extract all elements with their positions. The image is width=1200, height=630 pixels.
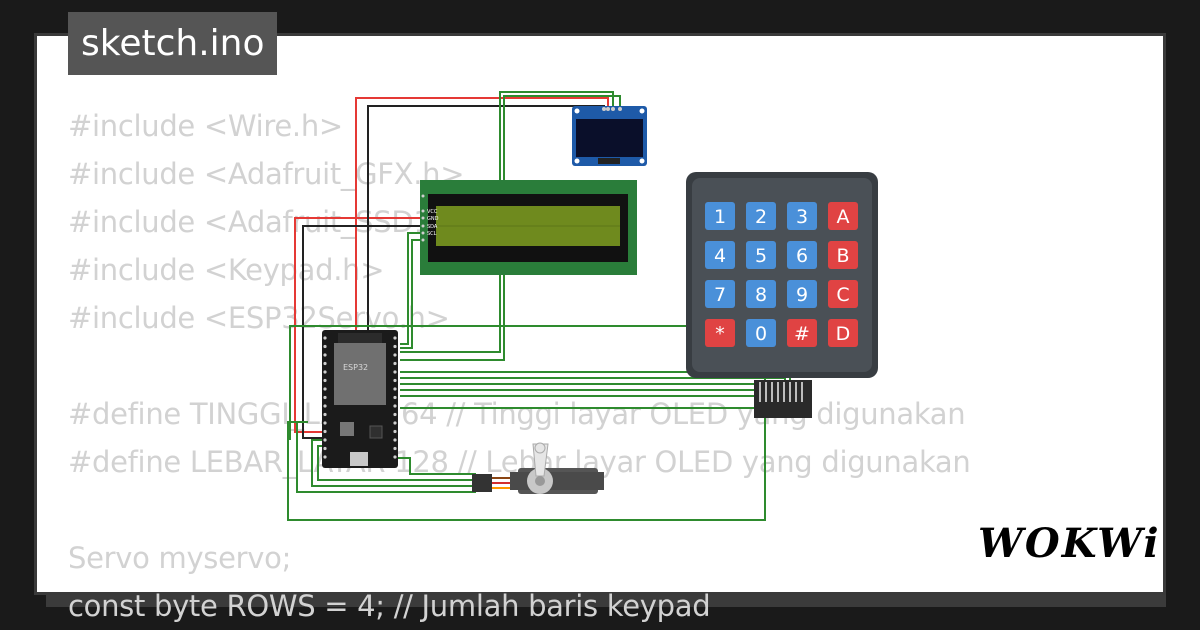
- svg-text:6: 6: [796, 245, 808, 267]
- svg-text:0: 0: [755, 323, 767, 345]
- svg-text:B: B: [836, 245, 849, 267]
- file-tab[interactable]: sketch.ino: [68, 12, 278, 75]
- code-line: const byte ROWS = 4; // Jumlah baris key…: [68, 589, 711, 623]
- esp32-board[interactable]: ESP32: [322, 330, 398, 468]
- svg-text:7: 7: [714, 284, 726, 306]
- svg-text:C: C: [836, 284, 849, 306]
- editor-panel: [34, 33, 1166, 595]
- keypad-keys[interactable]: 1 2 3 A 4 5 6 B 7 8 9 C * 0 # D: [705, 202, 858, 347]
- svg-text:8: 8: [755, 284, 767, 306]
- svg-text:9: 9: [796, 284, 808, 306]
- wire-keypad-3: [400, 383, 781, 400]
- keypad-key-B[interactable]: B: [828, 241, 858, 269]
- keypad-key-9[interactable]: 9: [787, 280, 817, 308]
- wire-green-oled-sda: [400, 95, 621, 361]
- frame-shadow: [46, 595, 1166, 607]
- wire-black-lcd-gnd: [302, 225, 423, 439]
- code-line: #include <Adafruit_GFX.h>: [68, 157, 465, 191]
- wokwi-logo: WOKWi: [978, 520, 1161, 567]
- svg-text:A: A: [837, 206, 850, 228]
- svg-text:5: 5: [755, 245, 767, 267]
- keypad-key-#[interactable]: #: [787, 319, 817, 347]
- keypad-key-C[interactable]: C: [828, 280, 858, 308]
- servo-motor[interactable]: [472, 442, 604, 494]
- code-line: #define LEBAR_LAYAR 128 // Lebar layar O…: [68, 445, 971, 479]
- keypad-key-7[interactable]: 7: [705, 280, 735, 308]
- esp32-label: ESP32: [343, 363, 368, 372]
- svg-text:3: 3: [796, 206, 808, 228]
- keypad-key-1[interactable]: 1: [705, 202, 735, 230]
- lcd-pin-gnd: GND: [427, 216, 439, 222]
- wire-keypad-5: [400, 395, 771, 400]
- wire-servo-signal: [311, 439, 476, 487]
- keypad[interactable]: 1 2 3 A 4 5 6 B 7 8 9 C * 0 # D: [686, 172, 878, 418]
- keypad-key-8[interactable]: 8: [746, 280, 776, 308]
- keypad-key-4[interactable]: 4: [705, 241, 735, 269]
- wire-keypad-8: [400, 404, 761, 409]
- oled-display[interactable]: [572, 106, 647, 166]
- lcd-pin-vcc: VCC: [427, 209, 438, 215]
- wire-keypad-7: [287, 404, 766, 521]
- wire-green-lcd-sda: [400, 232, 423, 345]
- wire-green-lcd-scl: [400, 239, 423, 349]
- lcd-display[interactable]: VCC GND SDA SCL: [420, 180, 637, 275]
- keypad-key-3[interactable]: 3: [787, 202, 817, 230]
- keypad-key-6[interactable]: 6: [787, 241, 817, 269]
- keypad-key-*[interactable]: *: [705, 319, 735, 347]
- keypad-key-A[interactable]: A: [828, 202, 858, 230]
- lcd-pin-labels: [421, 194, 425, 242]
- keypad-key-5[interactable]: 5: [746, 241, 776, 269]
- wire-servo-gnd: [398, 457, 476, 475]
- keypad-key-D[interactable]: D: [828, 319, 858, 347]
- keypad-key-0[interactable]: 0: [746, 319, 776, 347]
- lcd-pin-sda: SDA: [427, 224, 438, 230]
- svg-text:*: *: [715, 323, 725, 345]
- code-line: #include <Wire.h>: [68, 109, 343, 143]
- svg-text:#: #: [794, 323, 810, 345]
- code-editor: #include <Wire.h> #include <Adafruit_GFX.…: [68, 102, 971, 630]
- svg-text:D: D: [836, 323, 851, 345]
- svg-text:1: 1: [714, 206, 726, 228]
- keypad-key-2[interactable]: 2: [746, 202, 776, 230]
- code-line: Servo myservo;: [68, 541, 292, 575]
- svg-text:2: 2: [755, 206, 767, 228]
- wire-servo-extra: [296, 421, 476, 493]
- lcd-pin-scl: SCL: [427, 231, 437, 237]
- svg-text:4: 4: [714, 245, 726, 267]
